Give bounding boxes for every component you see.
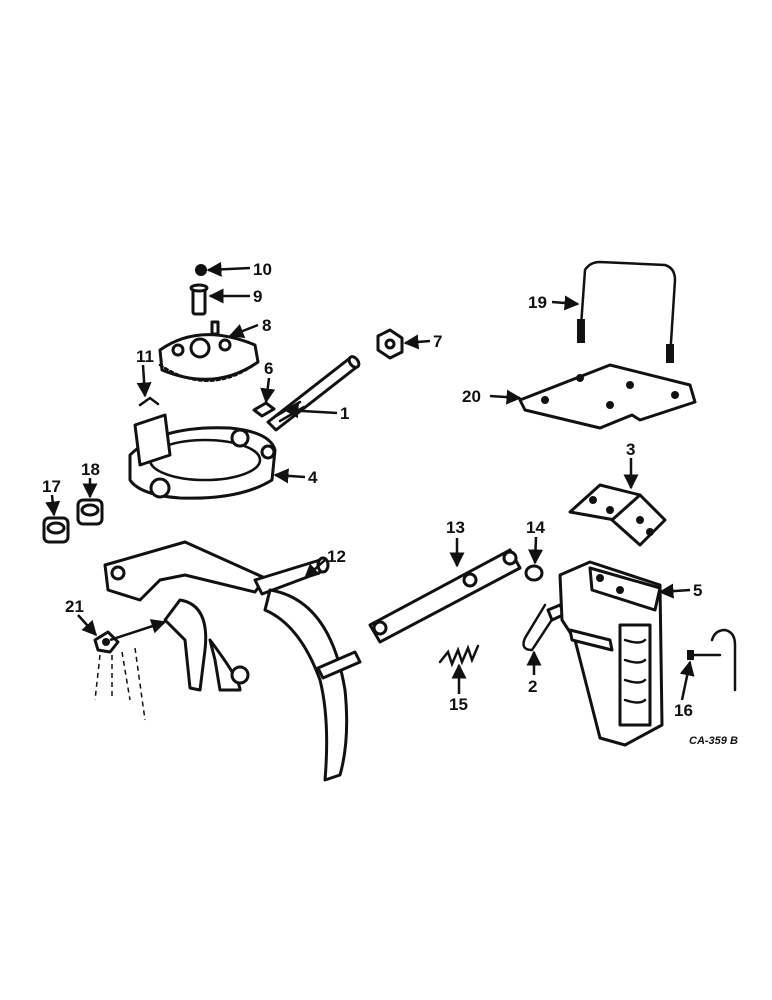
- callout-3: 3: [626, 440, 635, 459]
- callout-12: 12: [327, 547, 346, 566]
- leader-lines: [45, 261, 695, 701]
- part-6-key: [252, 401, 276, 418]
- part-19-ubolt: [577, 260, 677, 363]
- part-16-upin: [687, 628, 737, 692]
- part-15-spring: [438, 644, 480, 668]
- callout-19: 19: [528, 293, 547, 312]
- callout-2: 2: [528, 677, 537, 696]
- callout-20: 20: [462, 387, 481, 406]
- callout-labels: 10 9 8 11 6 1 7 4 17 18 12 21 13 14 15 2…: [42, 260, 702, 720]
- callout-5: 5: [693, 581, 702, 600]
- part-18-bushing: [76, 498, 104, 526]
- part-12-frame: [103, 540, 362, 782]
- part-11-clip: [138, 396, 160, 407]
- callout-7: 7: [433, 332, 442, 351]
- part-20-plate: [518, 363, 697, 430]
- callout-11: 11: [136, 347, 154, 366]
- drawing-reference: CA-359 B: [689, 735, 738, 747]
- part-7-nut: [376, 328, 404, 360]
- part-10-nut: [195, 264, 207, 276]
- part-3-plate: [568, 483, 667, 547]
- part-14-nut: [524, 564, 544, 582]
- callout-1: 1: [340, 404, 349, 423]
- callout-13: 13: [446, 518, 465, 537]
- part-13-link: [368, 548, 522, 644]
- callout-8: 8: [262, 316, 271, 335]
- callout-18: 18: [81, 460, 100, 479]
- callout-9: 9: [253, 287, 262, 306]
- part-9-pin: [189, 283, 209, 316]
- part-4-housing: [128, 413, 277, 500]
- part-2-ubolt: [522, 603, 567, 652]
- callout-21: 21: [65, 597, 84, 616]
- part-8-gear: [158, 320, 260, 382]
- callout-16: 16: [674, 701, 693, 720]
- part-21-lever: [93, 630, 146, 721]
- callout-17: 17: [42, 477, 61, 496]
- callout-6: 6: [264, 359, 273, 378]
- part-5-bracket: [558, 560, 664, 747]
- callout-10: 10: [253, 260, 272, 279]
- callout-14: 14: [526, 518, 545, 537]
- callout-4: 4: [308, 468, 318, 487]
- callout-15: 15: [449, 695, 468, 714]
- part-17-bushing: [42, 516, 70, 544]
